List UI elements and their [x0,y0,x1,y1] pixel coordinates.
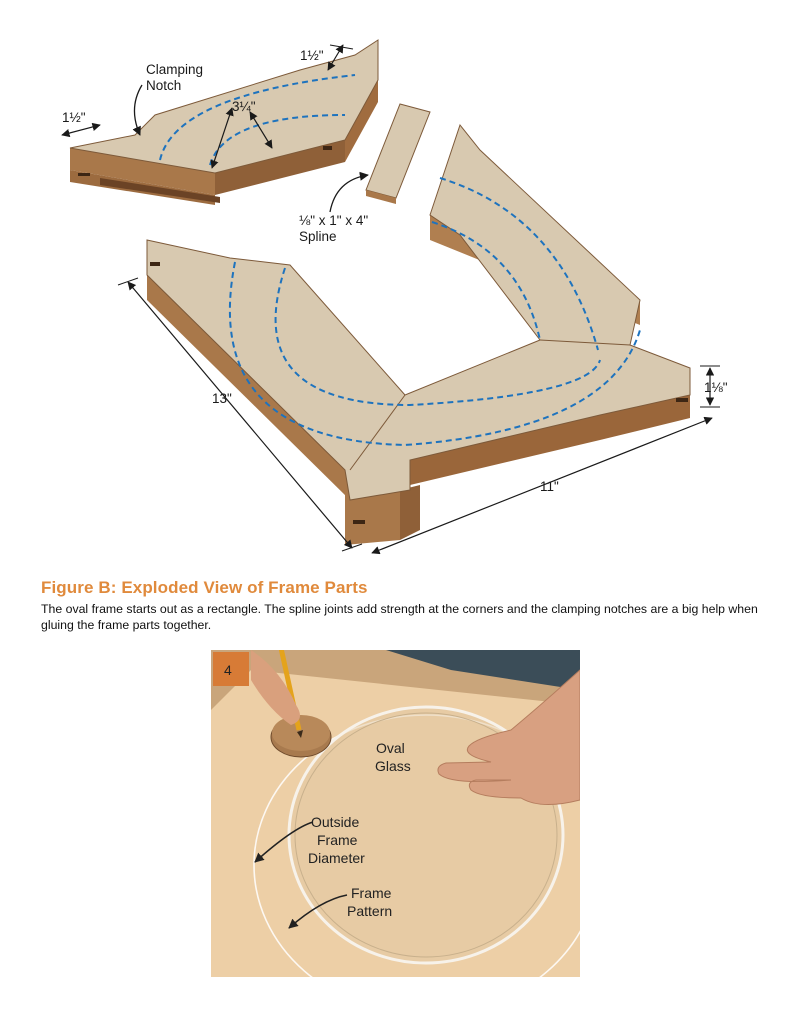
dim-spline-size: ⅛" x 1" x 4" [299,213,368,228]
left-hand [251,650,300,725]
dim-frame-width: 3¼" [232,99,256,114]
figure-title: Figure B: Exploded View of Frame Parts [41,578,368,597]
top-frame-piece [69,39,379,205]
frame-pattern-label-1: Frame [351,885,392,901]
dim-width: 11" [540,479,559,494]
dim-length: 13" [212,391,232,406]
dimension-lines [61,44,720,555]
step-number-badge: 4 [213,652,249,686]
exploded-view-illustration: 1½" 1½" 3¼" Clamping Notch ⅛" x 1" x 4" … [61,39,728,555]
dim-thickness: 1⅛" [704,380,728,395]
right-hand [437,669,580,805]
step-number: 4 [224,662,232,678]
spline-piece [365,103,431,204]
outside-diameter-label-3: Diameter [308,850,365,866]
figure-caption: The oval frame starts out as a rectangle… [41,602,758,632]
outside-diameter-label-2: Frame [317,832,358,848]
oval-glass-label-2: Glass [375,758,411,774]
step-photo: 4 Oval Glass Outside Frame Diameter Fram… [211,650,580,977]
clamping-notch-label-1: Clamping [146,62,203,77]
oval-glass-label-1: Oval [376,740,405,756]
clamping-notch-label-2: Notch [146,78,181,93]
outside-diameter-label-1: Outside [311,814,359,830]
frame-pattern-label-2: Pattern [347,903,392,919]
dim-notch-top: 1½" [300,48,324,63]
dim-notch-left: 1½" [62,110,86,125]
spline-label: Spline [299,229,337,244]
